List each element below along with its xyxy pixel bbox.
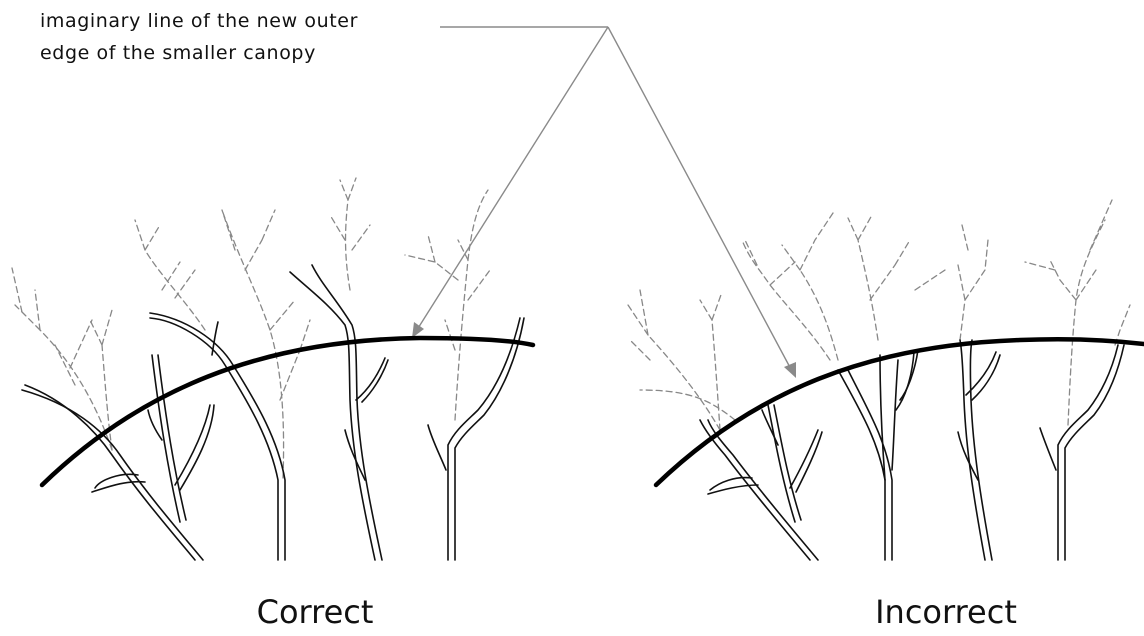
arrowhead-correct-icon [412,322,424,338]
caption-correct: Correct [256,593,374,631]
incorrect-panel [627,199,1144,561]
annotation-leaders [412,26,796,378]
caption-incorrect: Incorrect [875,593,1017,631]
leader-to-incorrect [607,26,794,374]
incorrect-canopy-edge [653,336,1144,488]
correct-panel [11,177,536,561]
correct-removed-growth [11,177,491,479]
correct-canopy-edge [39,335,536,488]
arrowhead-incorrect-icon [784,362,796,378]
leader-to-correct [414,26,609,334]
annotation-text-line-1: imaginary line of the new outer [40,10,358,32]
annotation-text-line-2: edge of the smaller canopy [40,42,316,64]
correct-branches [21,264,525,561]
incorrect-branches [699,339,1125,561]
incorrect-removed-growth [627,199,1131,431]
